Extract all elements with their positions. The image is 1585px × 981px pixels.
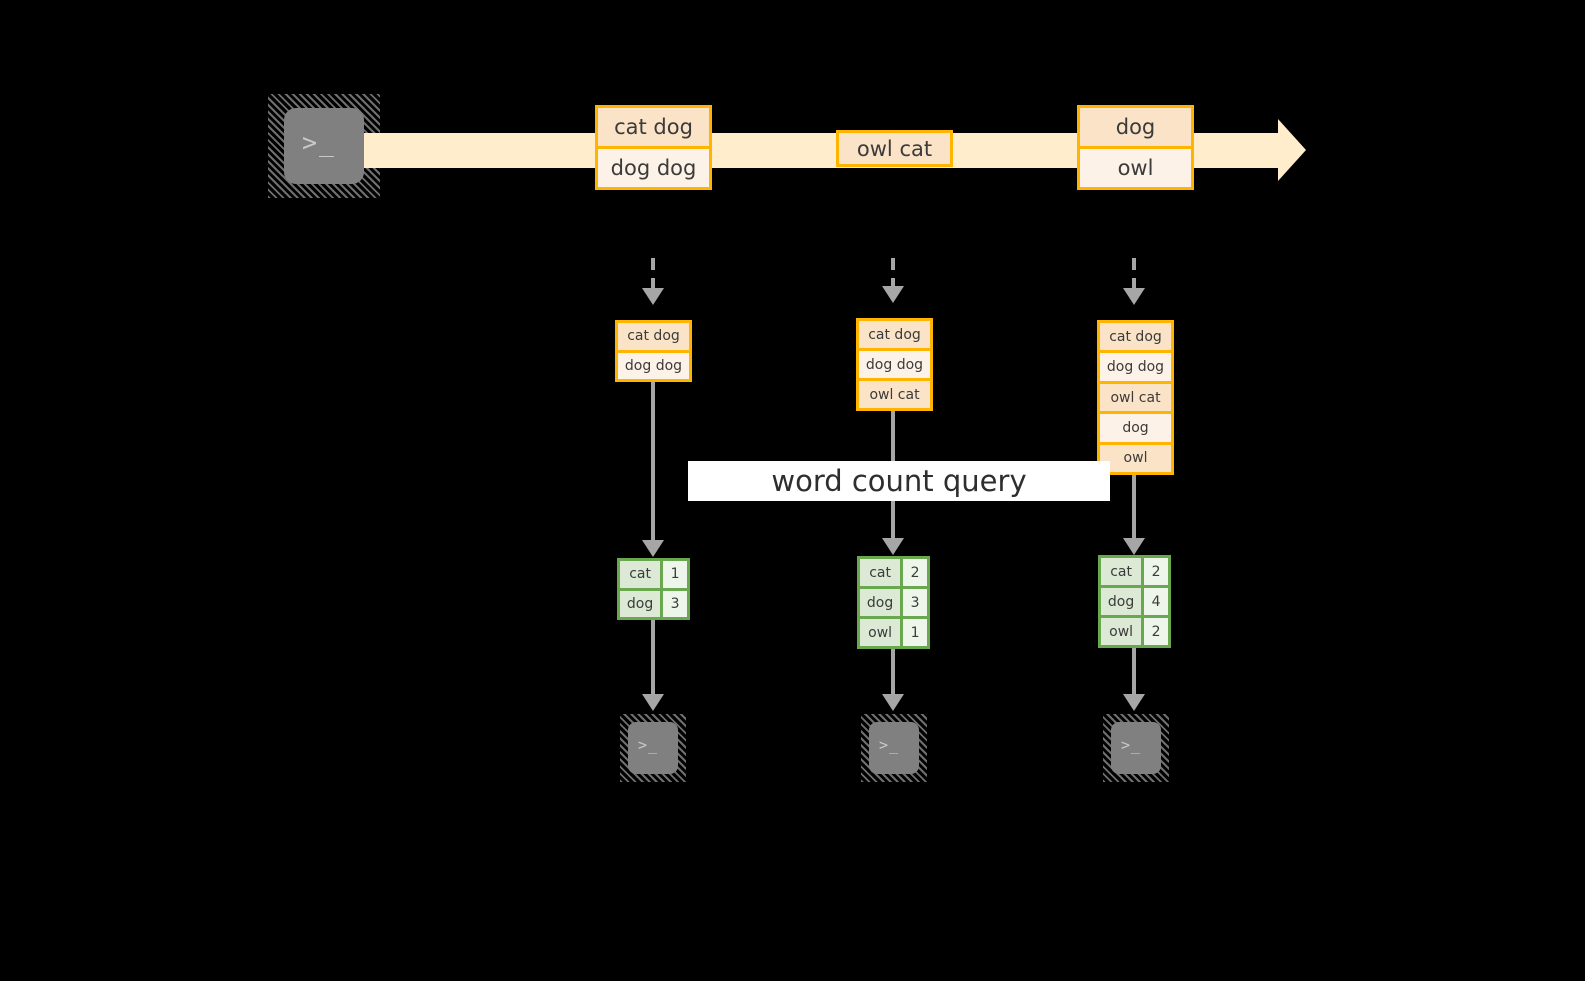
stream-record-3-line-2: owl — [1080, 146, 1191, 187]
result-table-2-word-1: cat — [860, 559, 901, 586]
terminal-prompt-glyph: >_ — [1121, 736, 1142, 754]
result-table-1-count-2: 3 — [660, 590, 688, 617]
stream-arrow-head — [1278, 119, 1306, 181]
input-table-2-row-1: cat dog — [859, 321, 930, 348]
dashed-connector-2 — [891, 258, 895, 290]
table-row: owl 1 — [860, 616, 928, 646]
table-row: dog 4 — [1101, 585, 1169, 615]
dashed-connector-2-arrowhead — [882, 286, 904, 303]
table-row: cat 1 — [620, 561, 688, 588]
sink-terminal-3-icon: >_ — [1103, 714, 1169, 782]
table-row: dog 3 — [860, 586, 928, 616]
input-table-2: cat dog dog dog owl cat — [856, 318, 933, 411]
result-table-2-word-3: owl — [860, 619, 901, 646]
sink-connector-2 — [891, 649, 895, 698]
result-table-1-word-1: cat — [620, 561, 661, 588]
result-table-2-count-1: 2 — [900, 559, 928, 586]
input-table-1-row-2: dog dog — [618, 349, 689, 379]
result-table-3-word-1: cat — [1101, 558, 1142, 585]
query-connector-3-arrowhead — [1123, 538, 1145, 555]
stream-record-1: cat dog dog dog — [595, 105, 712, 190]
stream-record-1-line-1: cat dog — [598, 108, 709, 146]
sink-terminal-1-icon: >_ — [620, 714, 686, 782]
sink-connector-1-arrowhead — [642, 694, 664, 711]
result-table-1-count-1: 1 — [660, 561, 688, 588]
table-row: cat 2 — [1101, 558, 1169, 585]
sink-connector-1 — [651, 620, 655, 698]
query-connector-3 — [1132, 475, 1136, 542]
terminal-prompt-glyph: >_ — [302, 128, 337, 157]
result-table-1: cat 1 dog 3 — [617, 558, 690, 620]
dashed-connector-1-arrowhead — [642, 288, 664, 305]
table-row: dog 3 — [620, 587, 688, 617]
sink-connector-3-arrowhead — [1123, 694, 1145, 711]
sink-terminal-2-icon: >_ — [861, 714, 927, 782]
input-table-3: cat dog dog dog owl cat dog owl — [1097, 320, 1174, 475]
input-table-2-row-3: owl cat — [859, 378, 930, 408]
terminal-body — [869, 722, 919, 774]
stream-record-2: owl cat — [836, 130, 953, 167]
stream-record-1-line-2: dog dog — [598, 146, 709, 187]
table-row: owl 2 — [1101, 615, 1169, 645]
result-table-3-count-3: 2 — [1141, 618, 1169, 645]
table-row: cat 2 — [860, 559, 928, 586]
sink-connector-2-arrowhead — [882, 694, 904, 711]
result-table-2-count-2: 3 — [900, 589, 928, 616]
input-table-1-row-1: cat dog — [618, 323, 689, 350]
dashed-connector-1 — [651, 258, 655, 292]
result-table-1-word-2: dog — [620, 590, 661, 617]
result-table-2-word-2: dog — [860, 589, 901, 616]
query-connector-2-arrowhead — [882, 538, 904, 555]
input-table-3-row-2: dog dog — [1100, 350, 1171, 381]
result-table-3: cat 2 dog 4 owl 2 — [1098, 555, 1171, 648]
sink-connector-3 — [1132, 648, 1136, 698]
result-table-3-count-2: 4 — [1141, 588, 1169, 615]
terminal-body — [284, 108, 364, 184]
result-table-2-count-3: 1 — [900, 619, 928, 646]
result-table-2: cat 2 dog 3 owl 1 — [857, 556, 930, 649]
stream-record-2-line-1: owl cat — [839, 133, 950, 164]
dashed-connector-3-arrowhead — [1123, 288, 1145, 305]
terminal-body — [628, 722, 678, 774]
input-table-3-row-5: owl — [1100, 441, 1171, 473]
dashed-connector-3 — [1132, 258, 1136, 292]
input-table-3-row-3: owl cat — [1100, 380, 1171, 412]
terminal-body — [1111, 722, 1161, 774]
stream-record-3-line-1: dog — [1080, 108, 1191, 146]
input-table-3-row-1: cat dog — [1100, 323, 1171, 351]
query-connector-1-arrowhead — [642, 540, 664, 557]
terminal-prompt-glyph: >_ — [879, 736, 900, 754]
source-terminal-icon: >_ — [268, 94, 380, 198]
input-table-3-row-4: dog — [1100, 411, 1171, 442]
result-table-3-count-1: 2 — [1141, 558, 1169, 585]
stream-record-3: dog owl — [1077, 105, 1194, 190]
input-table-2-row-2: dog dog — [859, 348, 930, 378]
query-connector-1 — [651, 382, 655, 544]
terminal-prompt-glyph: >_ — [638, 736, 659, 754]
result-table-3-word-2: dog — [1101, 588, 1142, 615]
query-label-band: word count query — [688, 461, 1110, 501]
input-table-1: cat dog dog dog — [615, 320, 692, 382]
result-table-3-word-3: owl — [1101, 618, 1142, 645]
